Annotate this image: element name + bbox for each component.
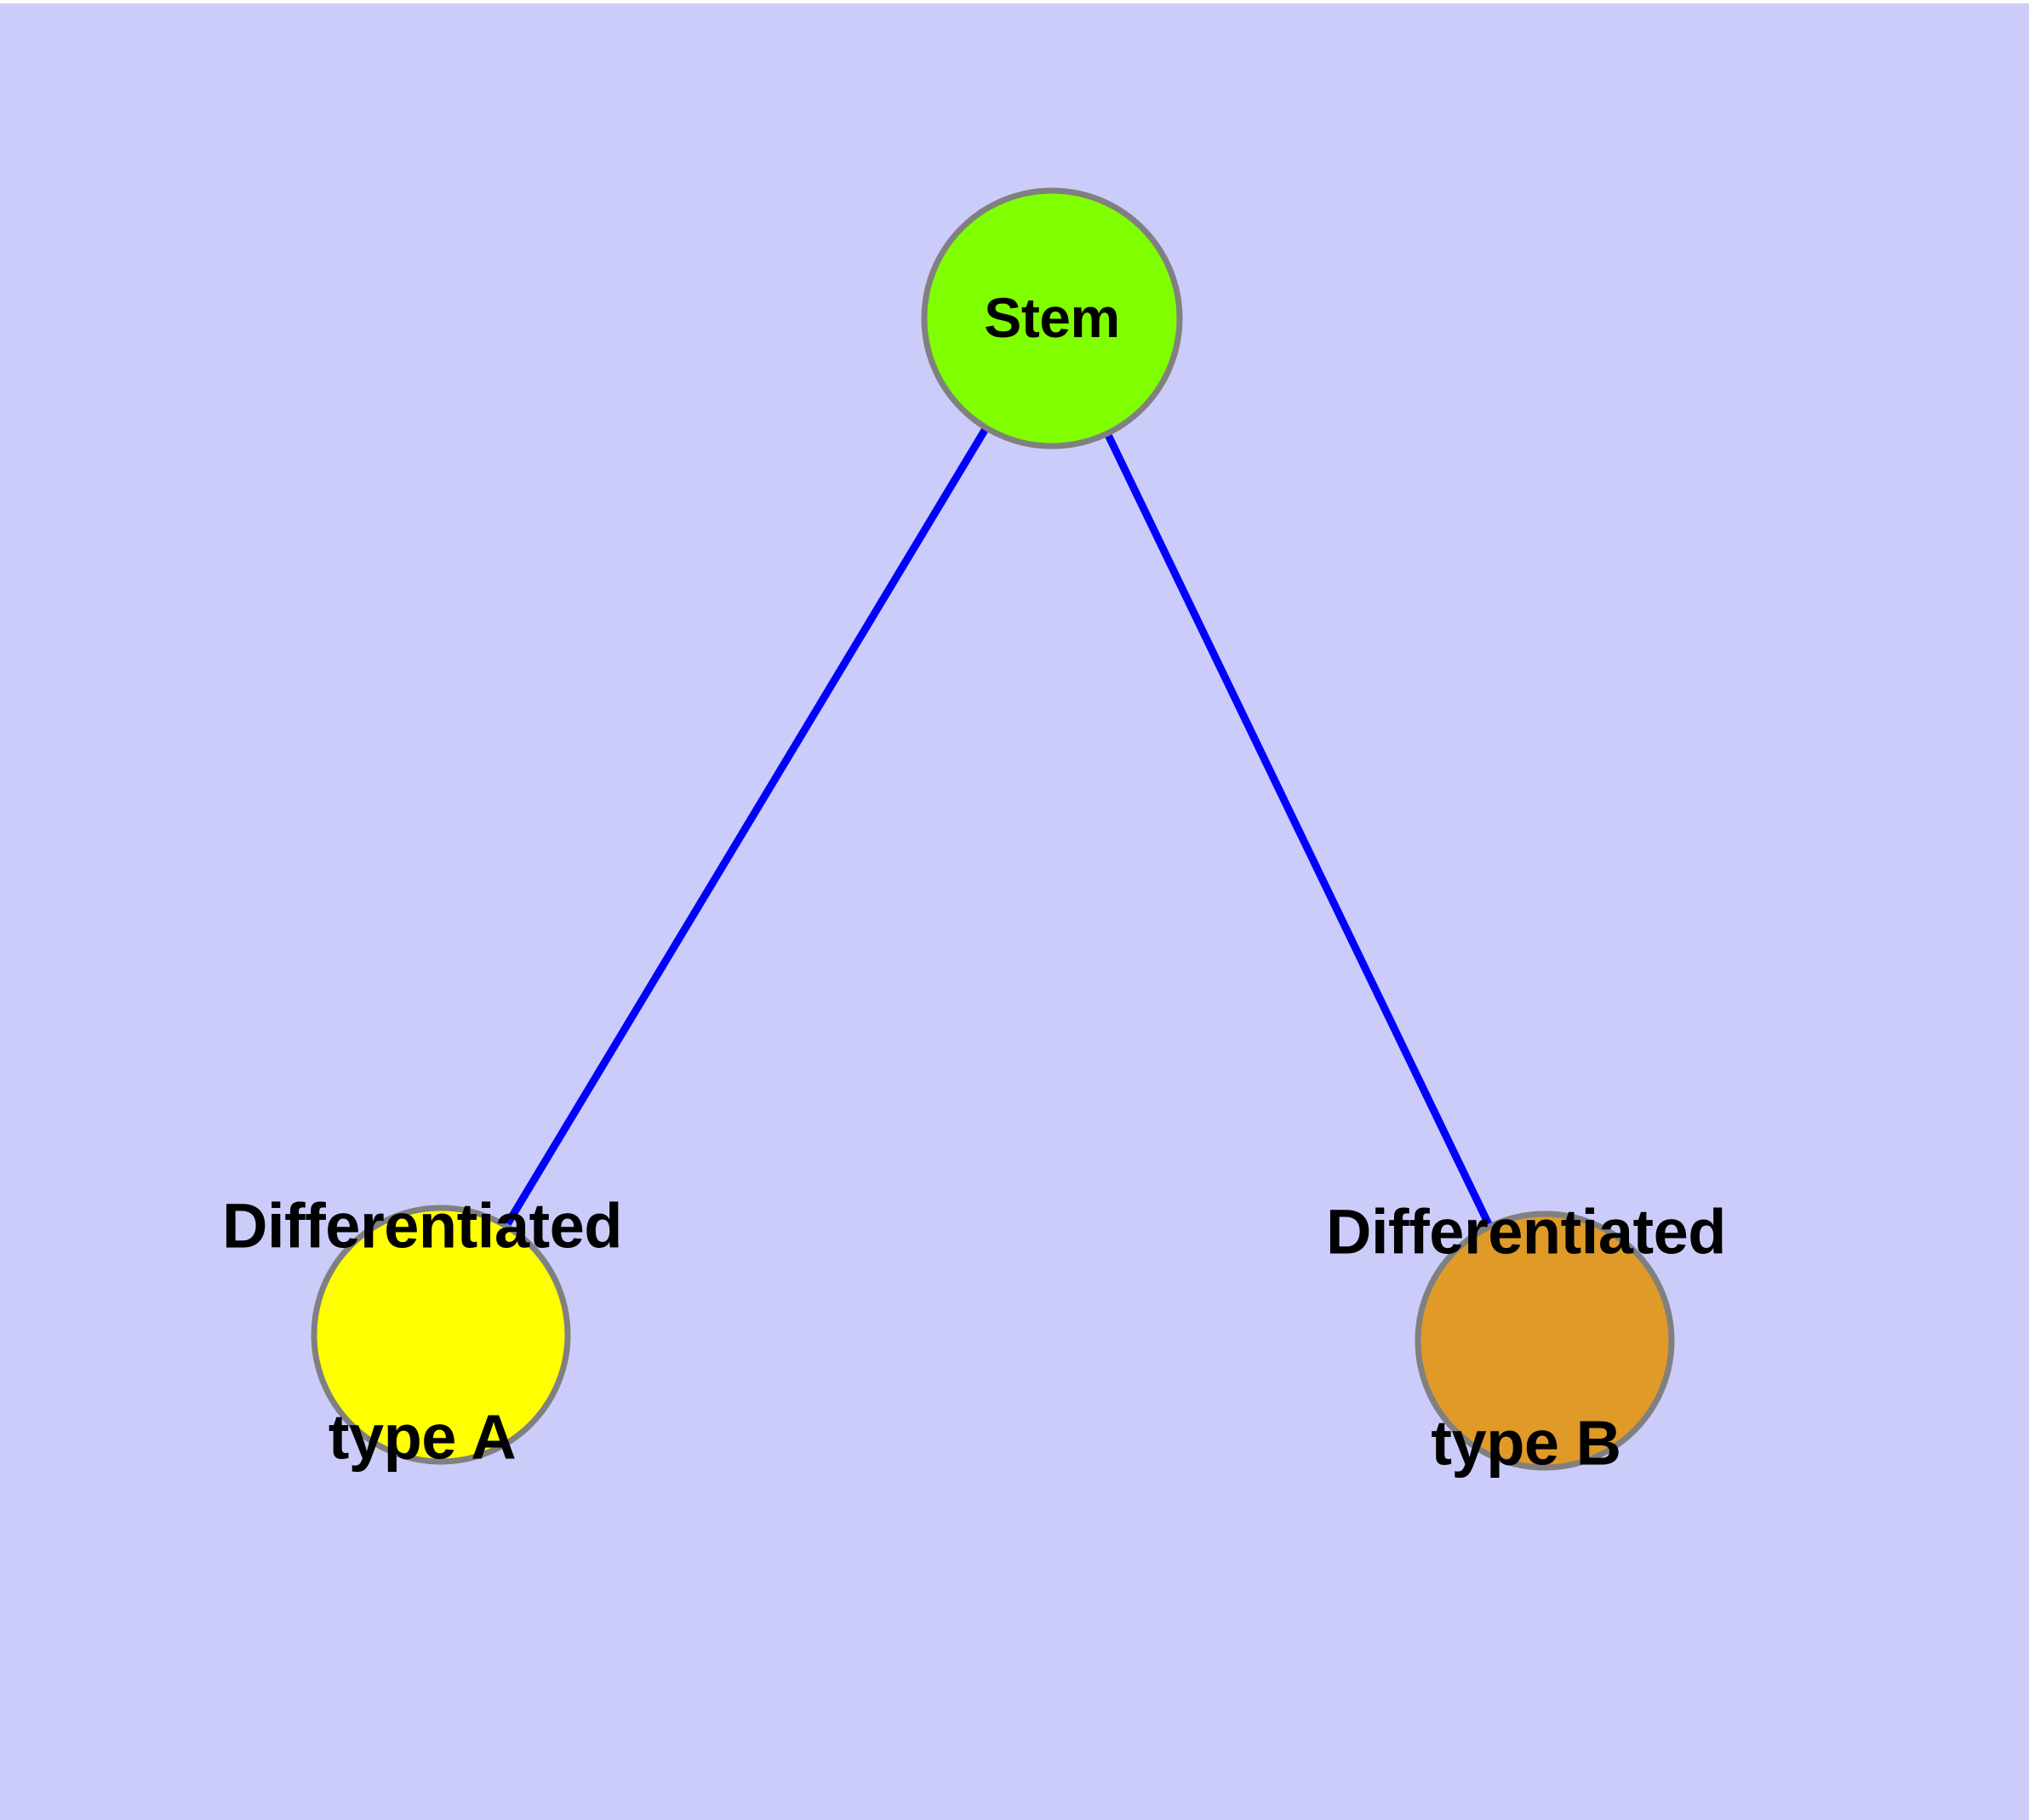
node-layer [311,187,1675,1471]
node-stem[interactable] [921,187,1183,449]
edge-stem-to-differentiated-type-a [501,424,991,1230]
node-differentiated-type-a[interactable] [311,1205,571,1465]
edge-stem-to-differentiated-type-b [1103,430,1495,1230]
node-differentiated-type-b[interactable] [1415,1210,1675,1471]
edge-layer [501,424,1495,1230]
